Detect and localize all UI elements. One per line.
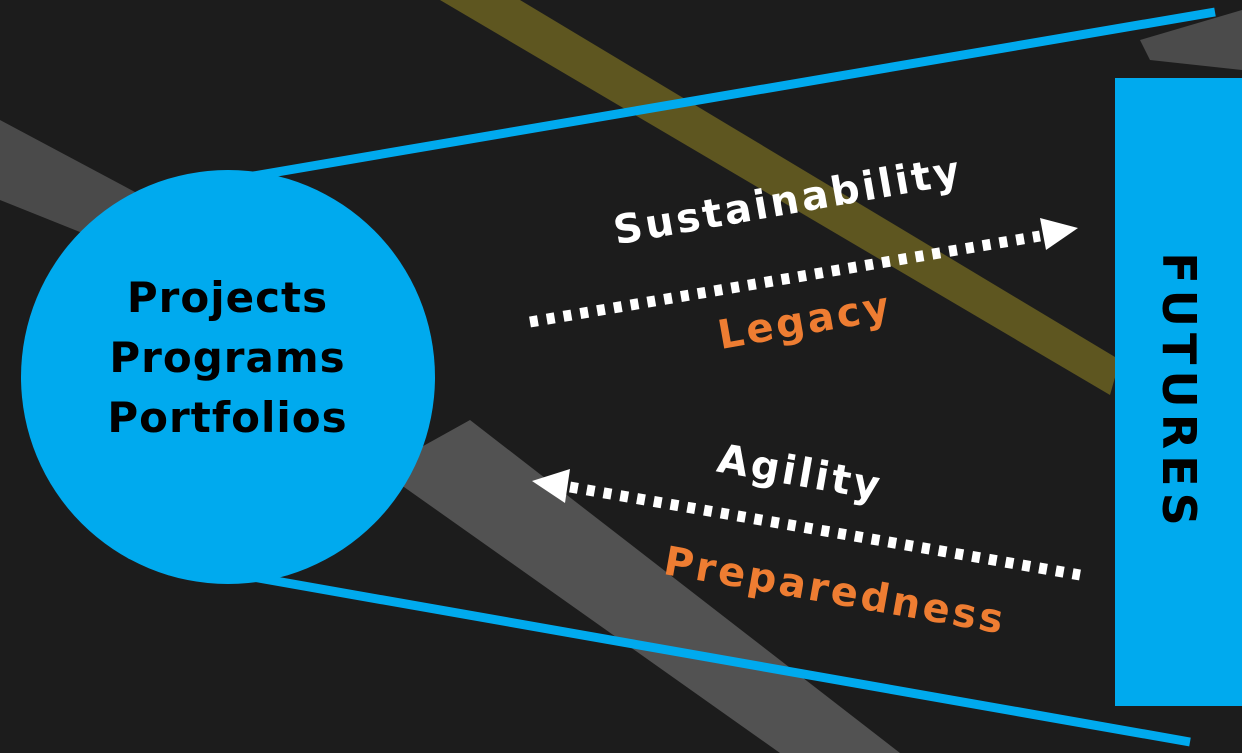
futures-box: FUTURES: [1115, 78, 1242, 706]
road-marking-top-right: [1140, 10, 1242, 70]
funnel-bottom-line: [229, 568, 1191, 747]
backward-arrow-shaft: [569, 481, 1081, 581]
scope-item-programs: Programs: [109, 333, 346, 382]
scope-item-portfolios: Portfolios: [107, 393, 348, 442]
forward-arrow-head: [1040, 218, 1078, 250]
forward-arrow-shaft: [529, 230, 1041, 328]
center-line: [440, 0, 1120, 395]
scope-item-projects: Projects: [126, 273, 329, 322]
futures-label: FUTURES: [1151, 252, 1206, 532]
scope-list: Projects Programs Portfolios: [20, 268, 435, 448]
scope-circle: [21, 170, 435, 584]
funnel-top-line: [229, 7, 1216, 185]
backward-arrow-head: [532, 469, 570, 503]
